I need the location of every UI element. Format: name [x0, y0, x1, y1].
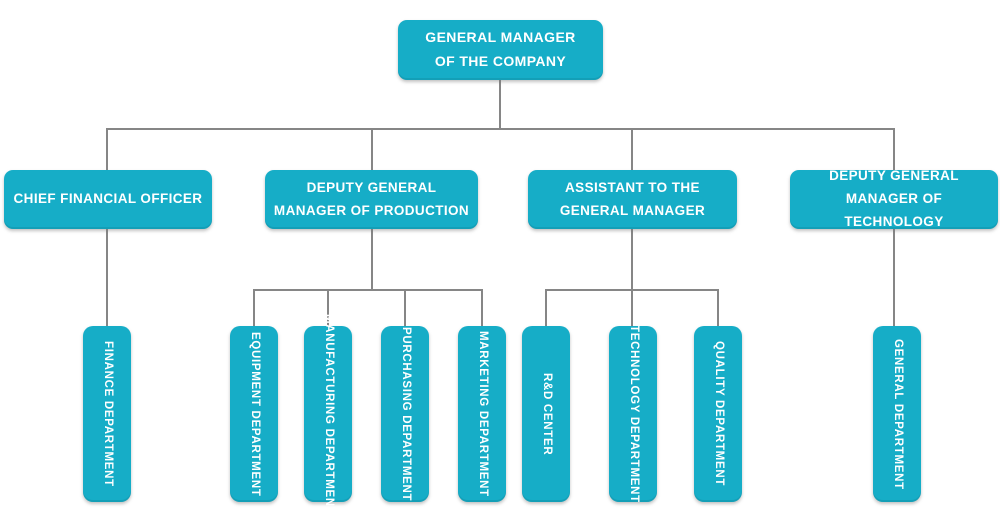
org-node-rd-center: R&D CENTER — [522, 326, 570, 502]
org-node-general-department: GENERAL DEPARTMENT — [873, 326, 921, 502]
connector-line — [327, 289, 329, 326]
connector-line — [631, 289, 633, 326]
node-label: MANUFACTURING DEPARTMENT — [322, 313, 335, 515]
node-label: PURCHASING DEPARTMENT — [399, 326, 412, 502]
node-label: R&D CENTER — [540, 372, 553, 456]
org-node-technology-department: TECHNOLOGY DEPARTMENT — [609, 325, 657, 503]
org-node-assistant-to-gm: ASSISTANT TO THE GENERAL MANAGER — [528, 170, 737, 229]
node-label: QUALITY DEPARTMENT — [712, 341, 725, 487]
node-label: EQUIPMENT DEPARTMENT — [248, 331, 261, 497]
connector-line — [481, 289, 483, 326]
connector-line — [253, 289, 255, 326]
node-label: GENERAL DEPARTMENT — [891, 338, 904, 490]
node-label: FINANCE DEPARTMENT — [101, 341, 114, 487]
org-node-chief-financial-officer: CHIEF FINANCIAL OFFICER — [4, 170, 212, 229]
connector-line — [545, 289, 547, 326]
connector-line — [371, 229, 373, 289]
org-node-purchasing-department: PURCHASING DEPARTMENT — [381, 326, 429, 502]
node-label: TECHNOLOGY DEPARTMENT — [627, 325, 640, 503]
connector-line — [717, 289, 719, 326]
connector-line — [371, 128, 373, 170]
connector-line — [106, 229, 108, 326]
connector-line — [253, 289, 483, 291]
org-node-finance-department: FINANCE DEPARTMENT — [83, 326, 131, 502]
org-node-marketing-department: MARKETING DEPARTMENT — [458, 326, 506, 502]
org-node-manufacturing-department: MANUFACTURING DEPARTMENT — [304, 314, 352, 514]
connector-line — [499, 80, 501, 128]
node-label: MARKETING DEPARTMENT — [476, 331, 489, 497]
connector-line — [631, 128, 633, 170]
org-node-equipment-department: EQUIPMENT DEPARTMENT — [230, 326, 278, 502]
connector-line — [404, 289, 406, 326]
connector-line — [106, 128, 108, 170]
org-node-deputy-gm-production: DEPUTY GENERAL MANAGER OF PRODUCTION — [265, 170, 478, 229]
connector-line — [893, 128, 895, 170]
connector-line — [106, 128, 895, 130]
connector-line — [893, 229, 895, 326]
org-node-general-manager: GENERAL MANAGER OF THE COMPANY — [398, 20, 603, 80]
connector-line — [631, 229, 633, 289]
org-node-quality-department: QUALITY DEPARTMENT — [694, 326, 742, 502]
org-node-deputy-gm-technology: DEPUTY GENERAL MANAGER OF TECHNOLOGY — [790, 168, 998, 229]
